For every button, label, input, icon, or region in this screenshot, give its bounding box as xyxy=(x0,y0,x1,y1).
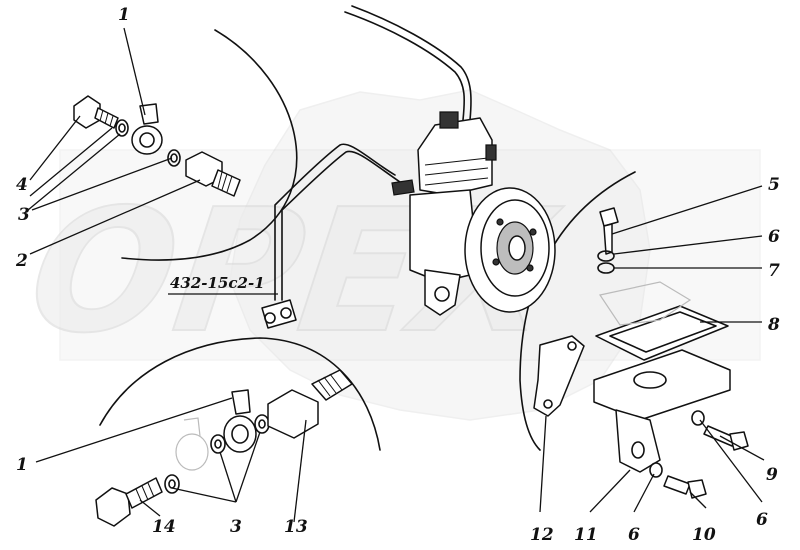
callout-label-1-top: 1 xyxy=(118,5,130,25)
callout-label-1-bottom: 1 xyxy=(16,455,28,475)
washer-3-lower-b xyxy=(254,414,270,434)
washer-6-bottom xyxy=(691,410,705,426)
callout-label-6-mid: 6 xyxy=(628,525,640,545)
washer-3-lower-a xyxy=(210,434,226,454)
callout-arc-right xyxy=(519,171,636,451)
washer-6-mid xyxy=(649,462,663,478)
svg-text:ОРЕХ: ОРЕХ xyxy=(0,173,580,371)
bolt-4 xyxy=(73,95,119,129)
callout-label-3-top: 3 xyxy=(18,205,30,225)
pipe-left xyxy=(274,143,396,301)
callout-arc-upper xyxy=(121,29,298,261)
bolt-10 xyxy=(663,475,707,499)
callout-label-6-bottom: 6 xyxy=(756,510,768,530)
washer-3-lower-c xyxy=(164,474,180,494)
tee-fitting xyxy=(261,299,297,329)
bracket-ghost xyxy=(599,281,692,326)
callout-label-10: 10 xyxy=(692,525,716,545)
callout-label-12: 12 xyxy=(530,525,554,545)
union-fitting-2 xyxy=(185,151,241,197)
bolt-14 xyxy=(95,477,163,527)
callout-label-13: 13 xyxy=(284,517,308,537)
bolt-5 xyxy=(599,207,619,255)
callout-label-5: 5 xyxy=(768,175,780,195)
callout-label-8: 8 xyxy=(767,315,780,335)
callout-label-4: 4 xyxy=(16,175,28,195)
banjo-ghost xyxy=(175,417,209,471)
callout-label-9: 9 xyxy=(766,465,778,485)
callout-label-6-right: 6 xyxy=(768,227,780,247)
mounting-bracket-11 xyxy=(593,349,731,473)
banjo-fitting-1-lower xyxy=(223,389,257,453)
callout-label-3-bottom: 3 xyxy=(230,517,242,537)
gasket-12 xyxy=(533,335,585,417)
callout-label-2: 2 xyxy=(15,251,28,271)
leader-lines xyxy=(27,27,765,523)
callout-label-11: 11 xyxy=(574,525,598,545)
drawing-code-label: 432-15с2-1 xyxy=(170,274,265,292)
air-compressor xyxy=(391,111,497,316)
callout-label-14: 14 xyxy=(152,517,176,537)
banjo-fitting-1-upper xyxy=(131,103,163,155)
watermark-logo: ОРЕХ xyxy=(0,89,761,421)
washer-6-right xyxy=(597,250,615,262)
bolt-9 xyxy=(703,425,749,451)
compressor-pulley xyxy=(464,187,556,313)
pipe-upper xyxy=(344,11,466,121)
washer-3-upper-a xyxy=(115,119,129,137)
callout-label-7: 7 xyxy=(768,261,780,281)
callout-arc-lower xyxy=(99,337,381,451)
